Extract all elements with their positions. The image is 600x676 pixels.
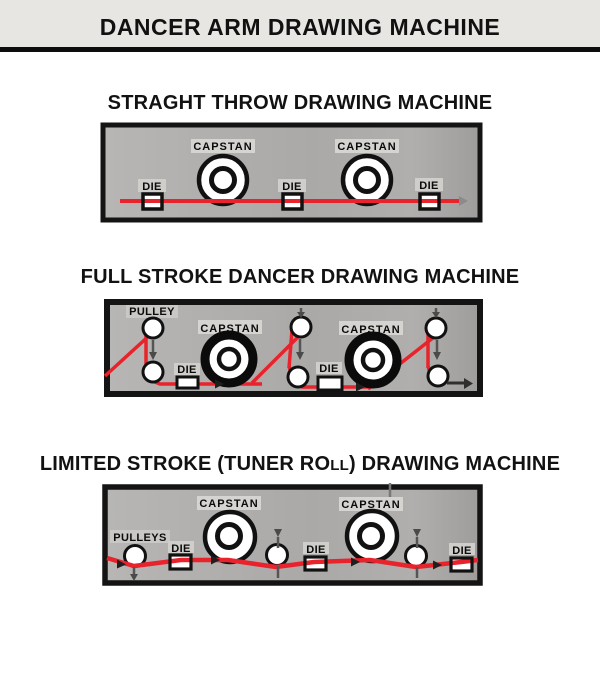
label-patch xyxy=(316,362,342,374)
wire-direction-arrow-icon xyxy=(351,557,360,567)
header-bar xyxy=(0,0,600,47)
label-patch xyxy=(174,363,200,375)
die-label: DIE xyxy=(452,545,472,557)
section3-title-part1: LIMITED STROKE (TUNER RO xyxy=(39,453,331,475)
straight-throw-machine-diagram: CAPSTAN CAPSTAN DIE DIE DIE xyxy=(100,122,483,223)
wire-direction-arrow-icon xyxy=(117,559,126,569)
capstan-hub xyxy=(216,346,242,372)
die xyxy=(175,375,200,390)
capstan-hub xyxy=(360,347,386,373)
die-outline xyxy=(281,192,304,211)
capstan-hub xyxy=(353,166,381,194)
dancer-motion-arrows xyxy=(149,308,441,360)
label-patch xyxy=(110,530,170,543)
wire-direction-arrow-icon xyxy=(356,382,365,392)
pulley xyxy=(289,315,313,339)
full-stroke-dancer-machine-diagram: PULLEY CAPSTAN CAPSTAN DIE DIE xyxy=(103,299,483,397)
capstan-hub xyxy=(209,166,237,194)
die-outline xyxy=(418,192,441,211)
label-patch xyxy=(126,305,178,318)
pulley xyxy=(286,365,310,389)
wire-direction-arrow-icon xyxy=(459,196,468,206)
die-outline xyxy=(168,553,193,571)
label-patch xyxy=(168,541,194,553)
label-patch xyxy=(197,496,261,510)
dancer-pulleys xyxy=(141,315,450,389)
label-patch xyxy=(303,542,329,554)
capstan-label: CAPSTAN xyxy=(341,499,400,511)
die-label: DIE xyxy=(171,543,191,555)
capstan-hub xyxy=(215,522,243,550)
die-label: DIE xyxy=(177,364,197,376)
section3-title-part3: ) DRAWING MACHINE xyxy=(348,453,561,475)
capstan-label: CAPSTAN xyxy=(199,498,258,510)
roll-motion-arrows xyxy=(130,529,421,581)
section1-title: STRAGHT THROW DRAWING MACHINE xyxy=(0,92,600,115)
label-patch xyxy=(278,179,306,192)
pulleys-label: PULLEYS xyxy=(113,532,167,544)
pulley xyxy=(141,316,165,340)
pulley xyxy=(424,316,448,340)
die-outline xyxy=(141,192,164,211)
wire-direction-arrow-icon xyxy=(211,555,220,565)
die-label: DIE xyxy=(306,544,326,556)
section3-title: LIMITED STROKE (TUNER ROLL) DRAWING MACH… xyxy=(0,453,600,476)
capstan-label: CAPSTAN xyxy=(193,141,252,153)
label-patch xyxy=(449,543,475,555)
label-patch xyxy=(198,320,262,334)
die-label: DIE xyxy=(142,181,162,193)
label-patch xyxy=(415,178,443,191)
capstan-label: CAPSTAN xyxy=(341,324,400,336)
label-patch xyxy=(339,321,403,335)
label-patch xyxy=(191,139,255,153)
section3-title-part2: LL xyxy=(330,457,349,474)
page-title: DANCER ARM DRAWING MACHINE xyxy=(99,14,501,40)
die-label: DIE xyxy=(319,363,339,375)
die-label: DIE xyxy=(419,180,439,192)
exit-arrow-icon xyxy=(464,378,473,389)
label-patch xyxy=(138,179,166,192)
capstan-label: CAPSTAN xyxy=(337,141,396,153)
tuner-roll-pulley xyxy=(404,544,428,568)
capstan-hub xyxy=(357,522,385,550)
label-patch xyxy=(335,139,399,153)
limited-stroke-tuner-roll-machine-diagram: CAPSTAN CAPSTAN PULLEYS DIE DIE DIE xyxy=(102,483,483,586)
die-outline xyxy=(449,556,474,573)
section2-title-text: FULL STROKE DANCER DRAWING MACHINE xyxy=(80,266,520,288)
wire-direction-arrow-icon xyxy=(215,379,224,389)
capstan-label: CAPSTAN xyxy=(200,323,259,335)
pulley-label: PULLEY xyxy=(129,306,175,318)
pulley xyxy=(426,364,450,388)
label-patch xyxy=(339,497,403,511)
section2-title: FULL STROKE DANCER DRAWING MACHINE xyxy=(0,266,600,289)
die-outline xyxy=(303,555,328,572)
die-label: DIE xyxy=(282,181,302,193)
section1-title-text: STRAGHT THROW DRAWING MACHINE xyxy=(107,92,493,114)
pulley xyxy=(141,360,165,384)
die xyxy=(316,375,344,392)
header-divider xyxy=(0,47,600,52)
wire-direction-arrow-icon xyxy=(433,560,442,570)
